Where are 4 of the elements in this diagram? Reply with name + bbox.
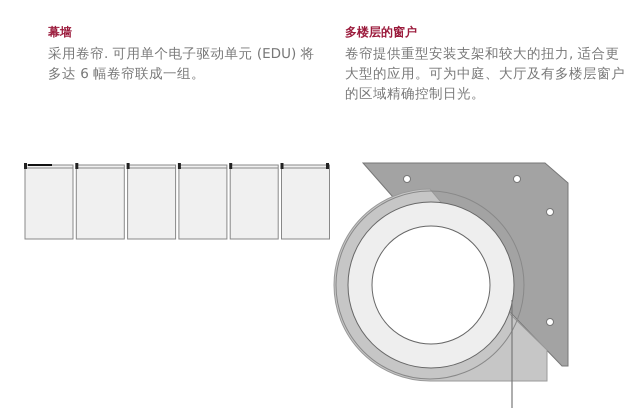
section-heading: 多楼层的窗户 [345,24,418,41]
description-text: 采用卷帘. 可用单个电子驱动单元 (EDU) 将多达 6 幅卷帘联成一组。 [48,45,316,84]
description-text: 卷帘提供重型安装支架和较大的扭力, 适合更大型的应用。可为中庭、大厅及有多楼层窗户的区域精确控制日光。 [345,45,626,104]
section-heading: 幕墙 [48,24,73,41]
